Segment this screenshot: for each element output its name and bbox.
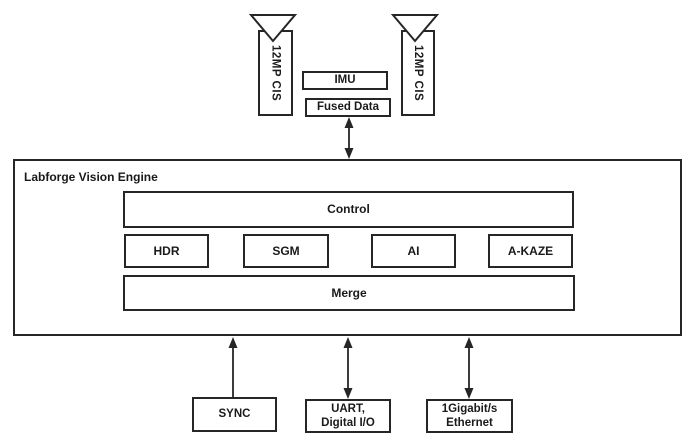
hdr-label: HDR [153,243,180,258]
arrow-ethernet-engine-head-down [464,388,474,399]
akaze-box: A-KAZE [488,234,573,268]
ai-box: AI [371,234,456,268]
ai-label: AI [407,243,420,258]
camera-right-label: 12MP CIS [412,44,425,102]
fused-data-label: Fused Data [317,101,379,114]
imu-box: IMU [302,71,388,90]
uart-label-line1: UART, [331,402,365,415]
control-label: Control [327,202,370,216]
ethernet-label-line1: 1Gigabit/s [441,402,498,415]
akaze-label: A-KAZE [507,243,554,258]
sync-label: SYNC [218,408,251,421]
imu-label: IMU [334,74,356,87]
arrow-uart-engine-head-up [343,337,353,348]
sync-box: SYNC [192,397,277,432]
uart-label-line2: Digital I/O [321,417,375,429]
engine-title: Labforge Vision Engine [24,170,158,184]
camera-left-box: 12MP CIS [258,30,293,116]
sgm-box: SGM [243,234,329,268]
arrow-ethernet-engine-head-up [464,337,474,348]
fused-data-box: Fused Data [305,98,391,117]
arrow-sync-engine-head-up [228,337,238,348]
camera-left-label: 12MP CIS [269,44,282,102]
gigabit-ethernet-box: 1Gigabit/s Ethernet [426,399,513,433]
ethernet-label-line2: Ethernet [446,417,493,429]
arrow-fused-engine-head-down [344,148,354,159]
uart-digital-io-box: UART, Digital I/O [305,399,391,433]
arrow-fused-engine-head-up [344,117,354,128]
merge-box: Merge [123,275,575,311]
sgm-label: SGM [272,243,300,258]
control-box: Control [123,191,574,228]
camera-right-box: 12MP CIS [401,30,435,116]
merge-label: Merge [331,285,367,300]
hdr-box: HDR [124,234,209,268]
arrow-uart-engine-head-down [343,388,353,399]
